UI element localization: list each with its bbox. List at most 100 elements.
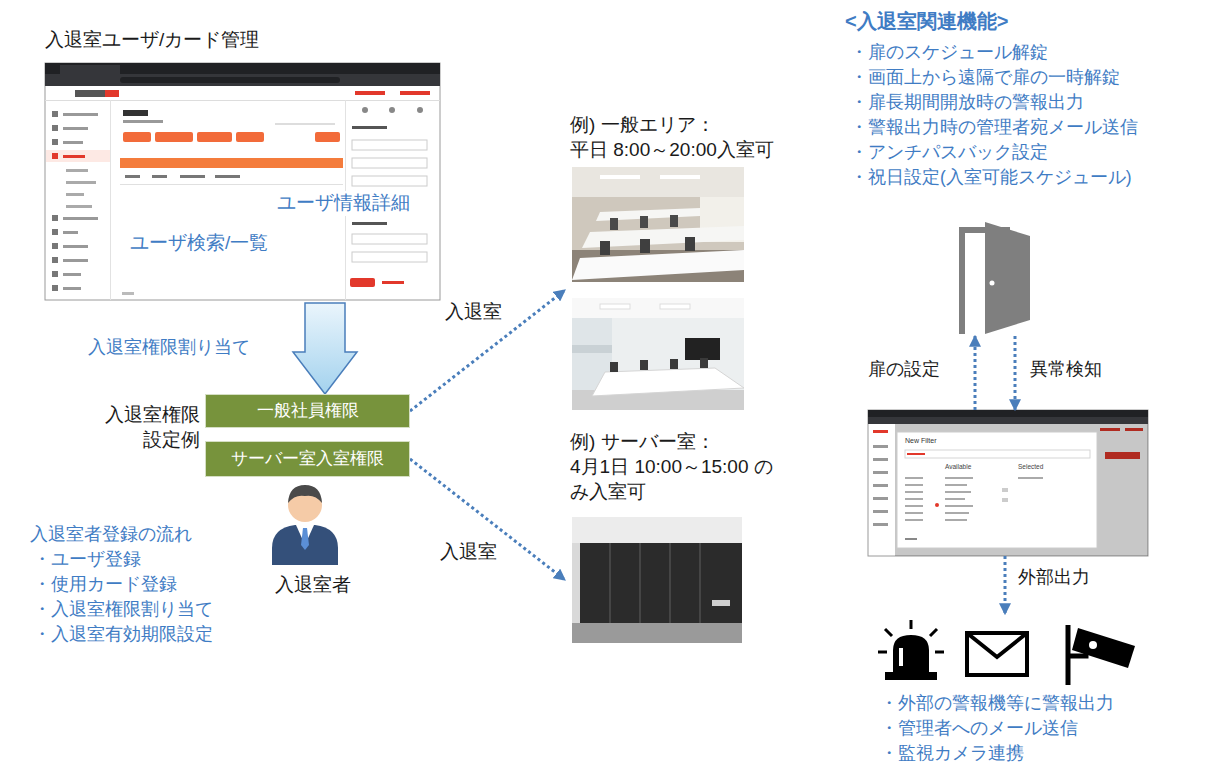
camera-icon-part — [1089, 641, 1097, 649]
alert-screenshot-part — [868, 410, 1148, 556]
management-screenshot-part — [52, 243, 58, 249]
office-photo-part — [685, 237, 695, 251]
function-item: ・扉のスケジュール解錠 — [850, 41, 1048, 64]
management-screenshot-part — [123, 110, 148, 116]
server-room-photo-part — [639, 543, 641, 623]
alert-screenshot-part — [945, 512, 969, 514]
office-photo-part — [572, 250, 744, 282]
alert-screenshot-part — [1002, 488, 1008, 492]
alert-screenshot-part — [873, 497, 888, 500]
alert-screenshot — [868, 410, 1148, 556]
management-screenshot-part — [63, 231, 78, 234]
meeting-room-photo-part — [572, 298, 744, 318]
mail-icon — [967, 633, 1027, 675]
mail-icon-part — [967, 633, 1027, 657]
office-photo-part — [572, 167, 744, 197]
management-screenshot-part — [352, 234, 427, 244]
mail-icon-part — [967, 633, 1027, 675]
dotted-arrow — [410, 290, 565, 411]
area-example: 例) 一般エリア：平日 8:00～20:00入室可 — [565, 113, 815, 413]
alert-screenshot-part — [945, 498, 965, 500]
door-icon-part — [985, 222, 1030, 334]
management-screenshot-part — [352, 140, 427, 150]
management-screenshot-part — [66, 205, 92, 208]
meeting-room-photo — [572, 298, 744, 410]
management-screenshot-part — [63, 245, 88, 248]
office-photo-part — [610, 218, 618, 230]
alarm-beacon-icon-part — [910, 620, 913, 629]
monitor-screen: New FilterAvailableSelected — [866, 410, 1150, 556]
management-screenshot-part — [63, 217, 98, 220]
management-screenshot-part — [52, 111, 58, 117]
management-screenshot-part — [362, 107, 368, 113]
function-item: ・警報出力時の管理者宛メール送信 — [850, 116, 1138, 139]
management-screenshot-part — [46, 150, 110, 162]
permission-label: 一般社員権限 — [257, 400, 359, 422]
function-item: ・祝日設定(入室可能スケジュール) — [850, 166, 1132, 189]
meeting-room-photo-part — [700, 358, 708, 368]
management-screenshot-part — [352, 176, 427, 186]
alert-screenshot-part — [905, 519, 923, 521]
management-screen: 入退室ユーザ/カード管理ユーザ検索/一覧ユーザ情報詳細 — [40, 28, 445, 303]
alert-screenshot-part — [905, 538, 917, 540]
office-photo-part — [600, 175, 640, 179]
management-screenshot-part — [389, 107, 395, 113]
permission-box: 一般社員権限 — [205, 394, 410, 428]
alert-screenshot-part — [945, 505, 973, 507]
management-screenshot-part — [123, 132, 151, 142]
camera-icon — [1068, 625, 1135, 685]
management-screenshot-part — [45, 63, 440, 300]
alert-screenshot-part — [873, 458, 888, 461]
management-screenshot-part — [52, 257, 58, 263]
function-item: ・アンチパスバック設定 — [850, 141, 1048, 164]
area-schedule: 平日 8:00～20:00入室可 — [570, 138, 774, 163]
alert-screenshot-part — [935, 503, 939, 507]
management-screenshot-part — [197, 132, 232, 142]
server-room-photo-part — [699, 543, 701, 623]
edge-label: 入退室 — [445, 300, 502, 325]
server-room-photo-part — [572, 517, 742, 643]
person-icon — [272, 485, 338, 565]
management-screenshot-part — [45, 100, 440, 101]
alert-screenshot-part — [905, 450, 1090, 458]
area-heading: 例) サーバー室： — [570, 430, 715, 455]
management-screenshot-part — [352, 252, 427, 262]
meeting-room-photo-part — [640, 360, 648, 370]
alert-screenshot-part — [1002, 498, 1008, 502]
management-screenshot-part — [155, 132, 193, 142]
management-screenshot-part — [52, 215, 58, 221]
person-label: 入退室者 — [275, 573, 351, 598]
alert-screenshot-part — [873, 510, 888, 513]
meeting-room-photo-part — [660, 304, 690, 309]
management-screenshot-part — [66, 181, 96, 184]
management-screenshot-part — [315, 132, 340, 142]
person: 入退室者 — [255, 483, 355, 600]
management-screenshot-part — [355, 91, 385, 95]
management-screenshot-part — [110, 100, 111, 300]
management-screenshot-part — [215, 175, 240, 178]
alarm-beacon-icon-part — [899, 648, 903, 666]
person-icon-part — [288, 485, 322, 503]
management-screenshot-part — [52, 125, 58, 131]
alarm-beacon-icon-part — [885, 629, 892, 636]
meeting-room-photo-part — [670, 359, 678, 369]
management-screenshot-part — [75, 90, 105, 97]
flow-step: ・入退室有効期限設定 — [33, 623, 213, 646]
management-screenshot-part — [63, 273, 81, 276]
output-item: ・管理者へのメール送信 — [880, 717, 1078, 740]
meeting-room-photo-part — [685, 338, 720, 360]
office-photo-part — [640, 239, 650, 253]
alert-screenshot-part — [905, 491, 923, 493]
management-screenshot-part — [63, 259, 88, 262]
alert-screenshot-part — [873, 484, 888, 487]
area-example: 例) サーバー室：4月1日 10:00～15:00 のみ入室可 — [565, 430, 815, 646]
dialog-title: New Filter — [905, 436, 937, 445]
edge-label: 扉の設定 — [868, 358, 940, 381]
alert-screenshot-part — [907, 453, 925, 455]
management-screenshot-part — [52, 285, 58, 291]
alarm-beacon-icon-part — [935, 651, 944, 654]
output-item: ・外部の警報機等に警報出力 — [880, 692, 1114, 715]
management-screenshot-part — [350, 278, 375, 287]
meeting-room-photo-part — [600, 304, 630, 309]
